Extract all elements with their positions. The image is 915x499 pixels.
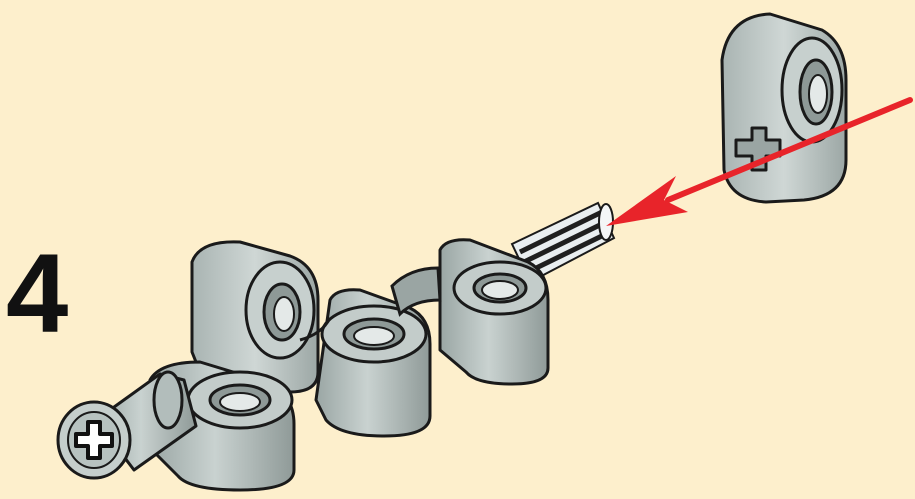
axle-connector-3 <box>316 268 440 436</box>
loose-axle-connector <box>722 14 846 202</box>
